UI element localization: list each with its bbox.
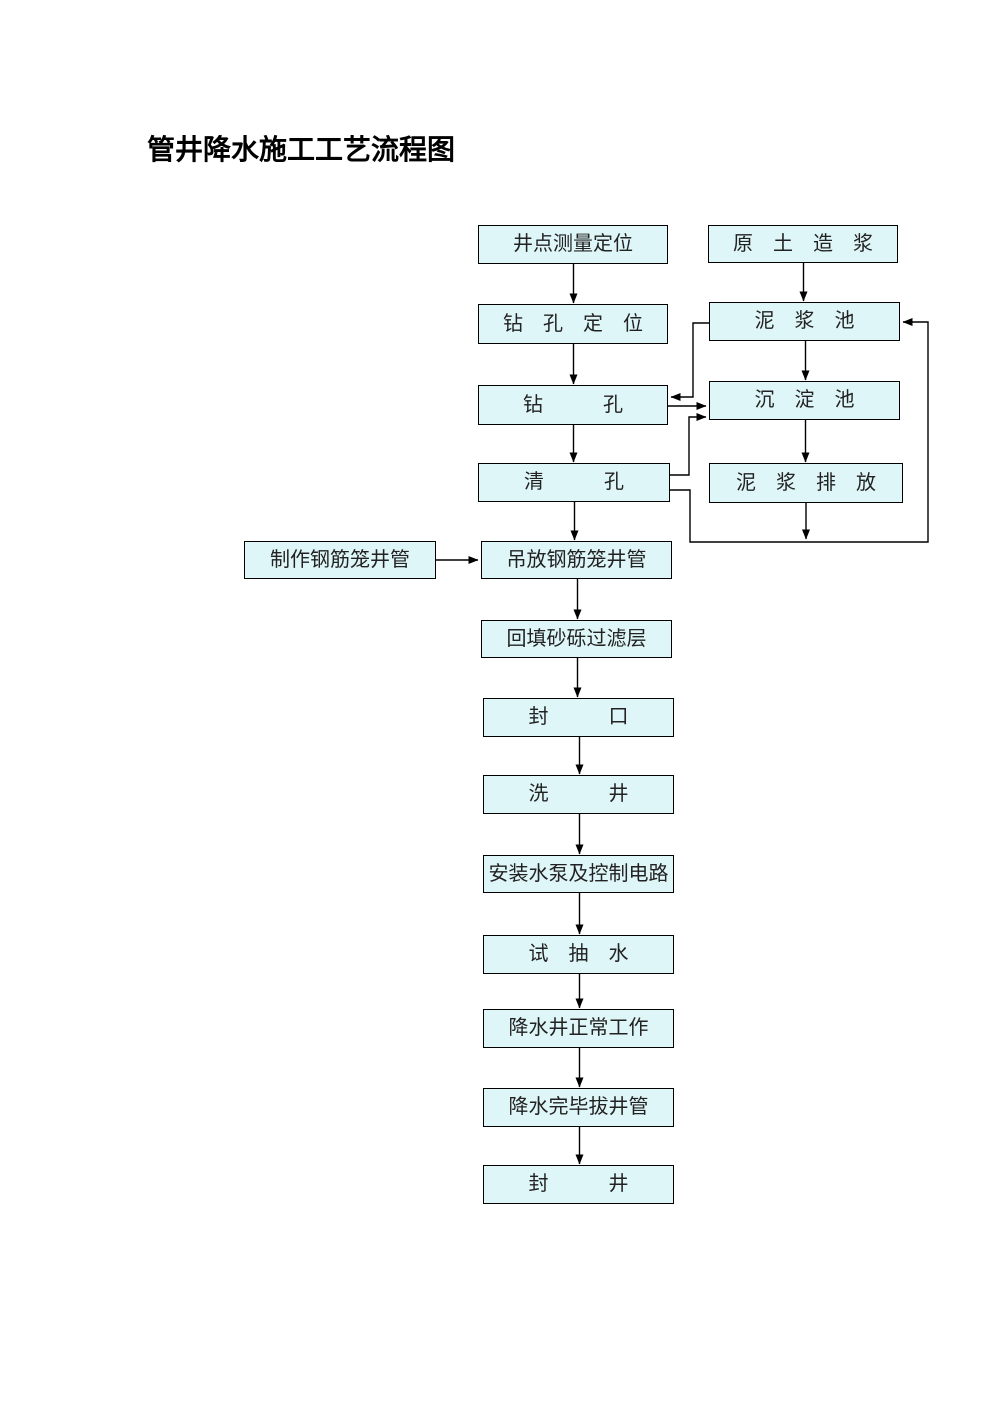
- flow-node-label: 制作钢筋笼井管: [270, 549, 410, 571]
- flow-node-label: 回填砂砾过滤层: [506, 628, 647, 650]
- flow-node-mud-discharge: 泥 浆 排 放: [709, 463, 903, 503]
- flow-node-label: 沉 淀 池: [754, 389, 855, 411]
- edge-mud-pool-to-drill-hole: [670, 322, 709, 401]
- flow-node-label: 原 土 造 浆: [733, 233, 873, 255]
- flow-node-mud-pool: 泥 浆 池: [709, 302, 900, 341]
- flow-node-label: 降水完毕拔井管: [508, 1096, 649, 1118]
- flow-node-label: 洗 井: [528, 783, 629, 805]
- flow-node-install-pump: 安装水泵及控制电路: [483, 855, 674, 893]
- flow-node-make-cage-pipe: 制作钢筋笼井管: [244, 541, 436, 579]
- flow-node-pull-pipe: 降水完毕拔井管: [483, 1088, 674, 1127]
- flow-node-label: 泥 浆 池: [754, 310, 855, 332]
- flow-node-trial-pumping: 试 抽 水: [483, 935, 674, 974]
- flow-node-drill-hole-position: 钻 孔 定 位: [478, 304, 668, 344]
- flow-node-label: 封 口: [528, 706, 629, 728]
- flow-node-label: 井点测量定位: [513, 233, 633, 255]
- flow-node-label: 钻 孔 定 位: [503, 313, 643, 335]
- flow-node-label: 封 井: [528, 1173, 629, 1195]
- flow-node-native-soil-slurry: 原 土 造 浆: [708, 225, 898, 263]
- flow-node-label: 钻 孔: [523, 394, 623, 416]
- page-title: 管井降水施工工艺流程图: [147, 134, 456, 165]
- flow-node-seal-well: 封 井: [483, 1165, 674, 1204]
- flow-node-label: 泥 浆 排 放: [736, 472, 876, 494]
- flow-node-label: 降水井正常工作: [508, 1017, 649, 1039]
- flow-node-label: 试 抽 水: [528, 943, 629, 965]
- flow-node-label: 安装水泵及控制电路: [488, 863, 669, 885]
- flow-node-wash-well: 洗 井: [483, 775, 674, 814]
- flow-node-seal-mouth: 封 口: [483, 698, 674, 737]
- edge-clean-hole-to-settling-pool: [670, 413, 707, 476]
- flow-node-drill-hole: 钻 孔: [478, 385, 668, 425]
- flow-node-label: 清 孔: [524, 471, 624, 493]
- flow-node-well-point-survey: 井点测量定位: [478, 225, 668, 264]
- edge-clean-hole-return-to-mud-pool: [670, 318, 929, 543]
- flow-node-lower-cage-pipe: 吊放钢筋笼井管: [481, 541, 672, 579]
- flow-node-backfill-gravel: 回填砂砾过滤层: [481, 620, 672, 658]
- flow-node-label: 吊放钢筋笼井管: [506, 549, 647, 571]
- flow-node-settling-pool: 沉 淀 池: [709, 381, 900, 420]
- flow-node-clean-hole: 清 孔: [478, 463, 670, 502]
- flow-node-normal-operation: 降水井正常工作: [483, 1009, 674, 1048]
